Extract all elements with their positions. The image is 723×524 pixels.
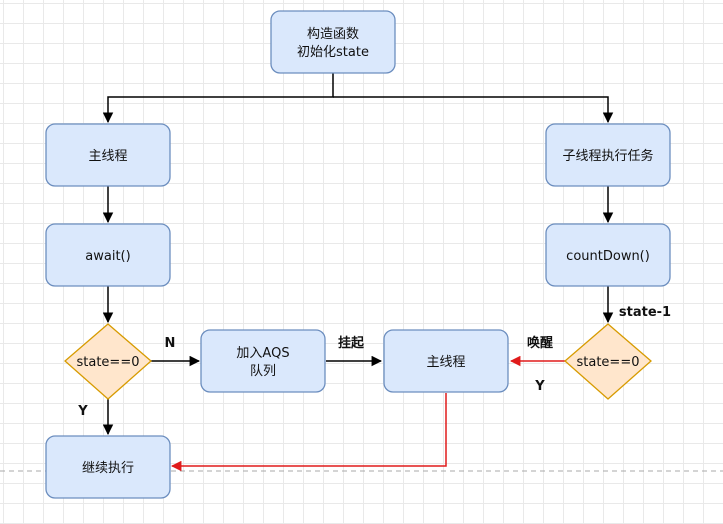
node-main-thread-label: 主线程 — [88, 149, 127, 164]
node-constructor: 构造函数 初始化state — [270, 10, 396, 74]
node-main-thread: 主线程 — [45, 123, 171, 187]
node-constructor-line2: 初始化state — [297, 45, 369, 60]
node-aqs-queue: 加入AQS 队列 — [200, 329, 326, 393]
edge-label-wake: 唤醒 — [527, 335, 553, 351]
node-constructor-line1: 构造函数 — [307, 27, 359, 42]
node-countdown: countDown() — [545, 223, 671, 287]
edge-label-y-left: Y — [77, 404, 88, 419]
node-main-thread-center-label: 主线程 — [426, 355, 465, 370]
node-child-thread-label: 子线程执行任务 — [562, 148, 653, 164]
node-child-thread: 子线程执行任务 — [545, 123, 671, 187]
edge-label-n: N — [165, 336, 176, 351]
node-countdown-label: countDown() — [566, 249, 650, 264]
edge-label-state-minus-one: state-1 — [619, 305, 671, 320]
decision-right: state==0 — [564, 323, 652, 400]
decision-left-label: state==0 — [77, 355, 140, 370]
decision-left: state==0 — [64, 323, 152, 400]
node-continue-label: 继续执行 — [82, 461, 134, 476]
edge-constructor-to-child — [333, 96, 614, 124]
node-aqs-line1: 加入AQS — [236, 346, 289, 361]
node-aqs-line2: 队列 — [250, 364, 276, 379]
node-await: await() — [45, 223, 171, 287]
node-continue: 继续执行 — [45, 435, 171, 499]
decision-right-label: state==0 — [577, 355, 640, 370]
node-main-thread-center: 主线程 — [383, 329, 509, 393]
edge-label-suspend: 挂起 — [338, 335, 365, 351]
edge-main-center-to-continue — [170, 393, 447, 472]
edge-constructor-to-main — [102, 73, 334, 124]
edge-label-y-right: Y — [534, 379, 545, 394]
node-await-label: await() — [85, 249, 130, 264]
